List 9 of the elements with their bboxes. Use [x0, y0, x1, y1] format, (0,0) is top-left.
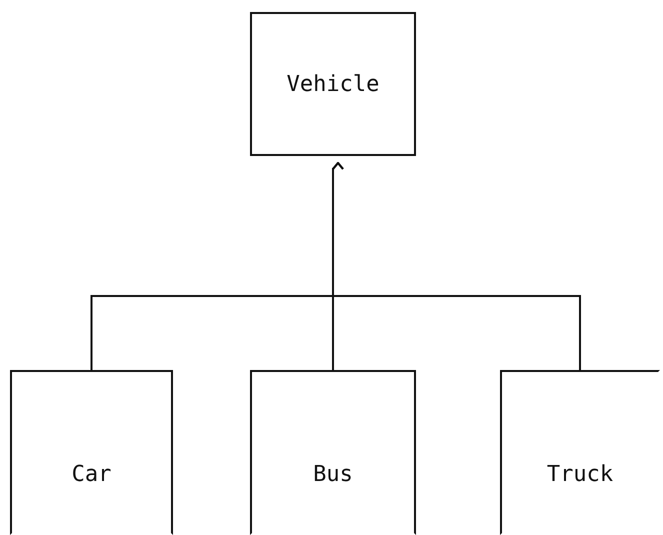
- class-box: [10, 370, 173, 535]
- class-name: Car: [72, 462, 112, 487]
- class-name: Bus: [313, 462, 353, 487]
- class-box: [250, 12, 416, 156]
- class-box: [500, 370, 660, 535]
- connector-arrow: [332, 162, 581, 370]
- class-box: [250, 370, 416, 535]
- class-name: Truck: [546, 462, 614, 487]
- class-name: Vehicle: [286, 72, 380, 96]
